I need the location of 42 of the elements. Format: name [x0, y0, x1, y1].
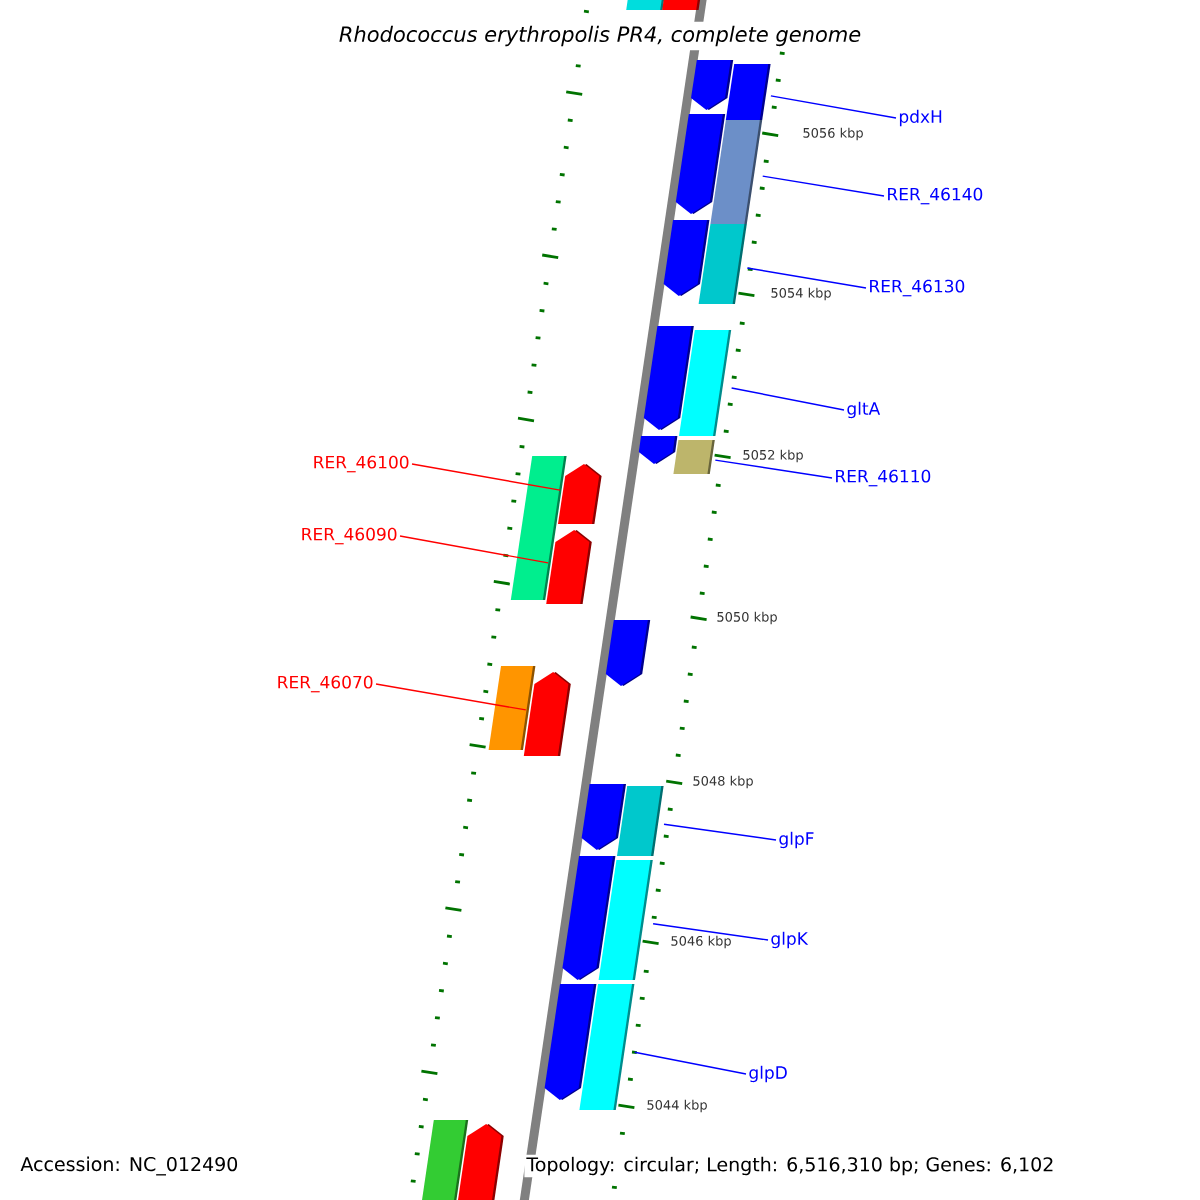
- gene-block: [673, 440, 715, 474]
- leader-line: [762, 175, 885, 197]
- leader-line: [634, 1051, 747, 1075]
- gene-label: glpF: [779, 831, 814, 849]
- gene-label: gltA: [847, 401, 881, 419]
- gene-block: [453, 1124, 504, 1200]
- info-text: Accession: NC_012490: [18, 1154, 241, 1178]
- gene-label: glpK: [771, 931, 809, 949]
- gene-block: [598, 860, 653, 980]
- gene-block: [523, 672, 571, 756]
- gene-label: RER_46100: [314, 455, 409, 473]
- gene-block: [617, 786, 664, 856]
- gene-label: RER_46110: [836, 469, 931, 487]
- gene-label: glpD: [749, 1065, 787, 1083]
- gene-block: [558, 464, 602, 524]
- leader-line: [652, 923, 769, 941]
- leader-line: [770, 95, 897, 119]
- gene-label: pdxH: [899, 109, 942, 127]
- gene-block: [725, 64, 771, 120]
- gene-label: RER_46090: [302, 527, 397, 545]
- gene-block: [579, 984, 635, 1110]
- leader-line: [663, 823, 777, 841]
- leader-line: [399, 535, 549, 564]
- gene-label: RER_46070: [278, 675, 373, 693]
- gene-block: [698, 224, 747, 304]
- gene-block: [605, 620, 651, 686]
- title: Rhodococcus erythropolis PR4, complete genome: [334, 21, 866, 51]
- leader-line: [714, 459, 833, 479]
- info-text: Topology: circular; Length: 6,516,310 bp; Genes: 6,102: [524, 1154, 1057, 1178]
- gene-block: [663, 220, 710, 296]
- gene-block: [710, 120, 763, 224]
- gene-label: RER_46130: [870, 279, 965, 297]
- leader-line: [746, 267, 867, 289]
- gene-block: [581, 784, 626, 850]
- leader-line: [411, 463, 561, 491]
- gene-block: [691, 60, 734, 110]
- gene-label: RER_46140: [888, 187, 983, 205]
- leader-line: [730, 387, 845, 411]
- leader-line: [375, 683, 527, 711]
- gene-block: [638, 436, 678, 464]
- gene-block: [679, 330, 732, 436]
- gene-block: [546, 530, 592, 604]
